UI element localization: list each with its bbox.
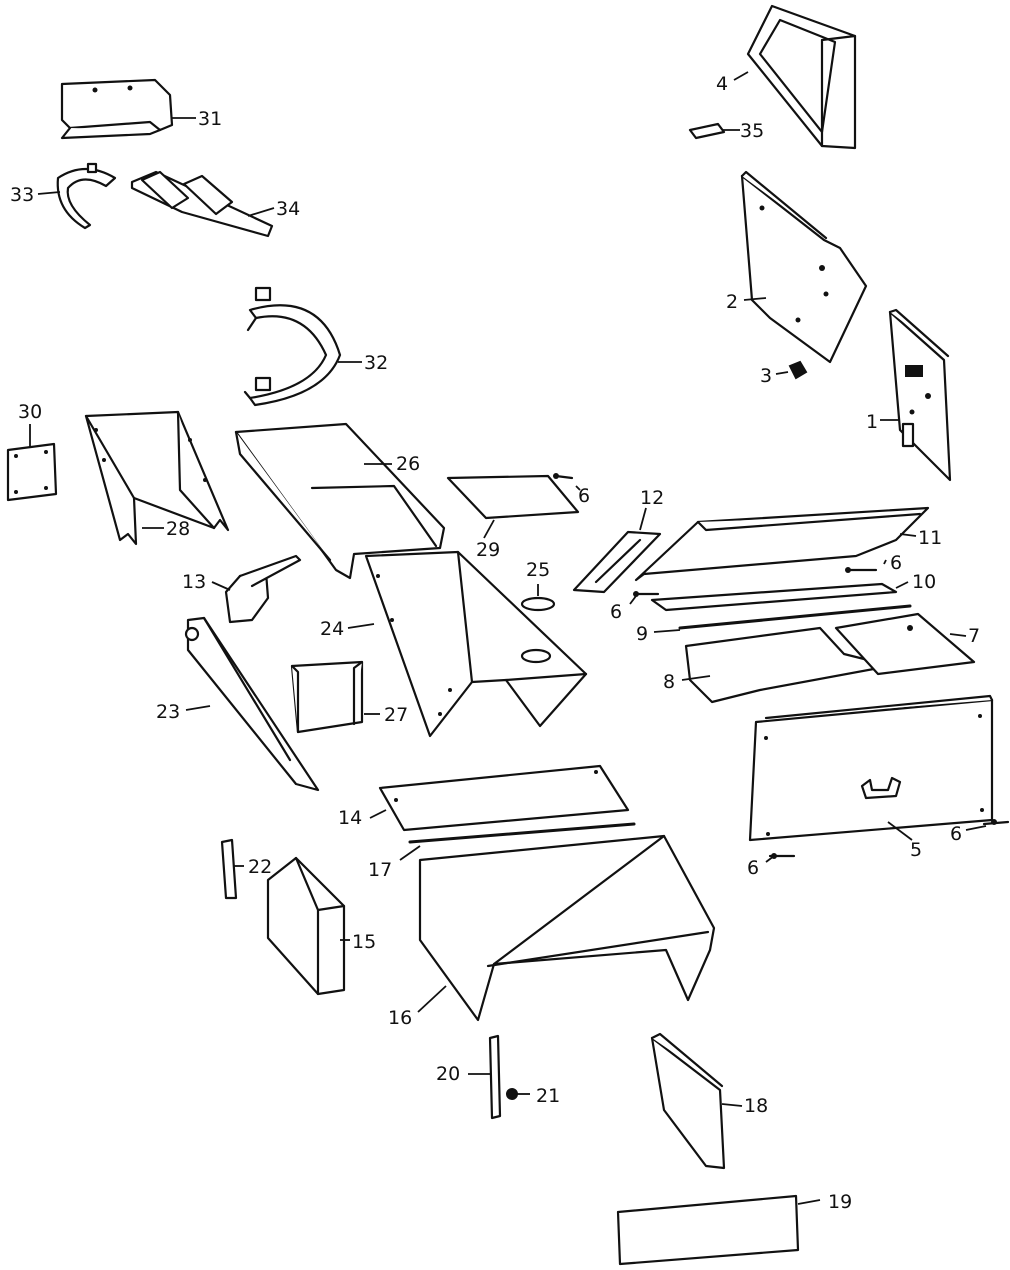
part-19 (616, 1194, 800, 1266)
part-15 (266, 856, 346, 996)
callout-7: 7 (968, 625, 980, 647)
callout-2: 2 (726, 291, 738, 313)
callout-9: 9 (636, 623, 648, 645)
callout-19: 19 (828, 1191, 852, 1213)
callout-30: 30 (18, 401, 42, 423)
part-6-b (845, 567, 878, 573)
callout-11: 11 (918, 527, 942, 549)
part-21 (506, 1088, 518, 1100)
callout-27: 27 (384, 704, 408, 726)
part-17 (408, 822, 636, 844)
callout-22: 22 (248, 856, 272, 878)
callout-10: 10 (912, 571, 936, 593)
part-4 (746, 4, 857, 150)
callout-26: 26 (396, 453, 420, 475)
callout-18: 18 (744, 1095, 768, 1117)
callout-15: 15 (352, 931, 376, 953)
callout-14: 14 (338, 807, 362, 829)
part-14 (378, 764, 630, 832)
callout-8: 8 (663, 671, 675, 693)
callout-34: 34 (276, 198, 300, 220)
callout-28: 28 (166, 518, 190, 540)
part-11 (634, 506, 930, 582)
part-7 (834, 612, 976, 676)
callout-4: 4 (716, 73, 728, 95)
part-33 (56, 162, 117, 230)
part-24 (364, 550, 588, 738)
part-3 (788, 360, 808, 380)
callout-6-e: 6 (950, 823, 962, 845)
part-32 (243, 286, 342, 407)
part-29 (446, 474, 580, 520)
callout-20: 20 (436, 1063, 460, 1085)
callout-35: 35 (740, 120, 764, 142)
callout-6-d: 6 (747, 857, 759, 879)
part-22 (220, 838, 238, 900)
callout-13: 13 (182, 571, 206, 593)
part-30 (6, 442, 58, 502)
callout-labels: 1 2 3 4 5 6 6 6 6 6 7 8 9 10 11 12 13 14… (10, 73, 980, 1213)
callout-21: 21 (536, 1085, 560, 1107)
part-26 (234, 422, 446, 580)
part-13 (224, 554, 302, 624)
callout-31: 31 (198, 108, 222, 130)
callout-33: 33 (10, 184, 34, 206)
part-5 (748, 694, 994, 842)
callout-16: 16 (388, 1007, 412, 1029)
part-10 (650, 582, 898, 612)
callout-1: 1 (866, 411, 878, 433)
callout-5: 5 (910, 839, 922, 861)
callout-32: 32 (364, 352, 388, 374)
part-35 (688, 122, 726, 140)
part-27 (290, 660, 364, 734)
callout-6-c: 6 (610, 601, 622, 623)
part-34 (130, 170, 274, 238)
callout-6-b: 6 (890, 552, 902, 574)
part-25 (520, 596, 556, 612)
callout-12: 12 (640, 487, 664, 509)
part-18 (650, 1032, 726, 1170)
callout-23: 23 (156, 701, 180, 723)
part-6-a (553, 473, 574, 480)
part-9 (678, 604, 912, 630)
callout-25: 25 (526, 559, 550, 581)
part-12 (572, 530, 662, 594)
callout-6-a: 6 (578, 485, 590, 507)
callout-17: 17 (368, 859, 392, 881)
part-31 (60, 78, 174, 140)
part-6-c (633, 591, 660, 597)
callout-29: 29 (476, 539, 500, 561)
part-16 (418, 834, 716, 1022)
part-28 (84, 410, 230, 546)
part-23 (184, 616, 320, 792)
leader-lines (29, 71, 987, 1205)
callout-3: 3 (760, 365, 772, 387)
part-1 (888, 308, 952, 482)
part-2 (740, 170, 868, 364)
callout-24: 24 (320, 618, 344, 640)
part-6-e (982, 819, 1010, 826)
part-20 (488, 1034, 502, 1120)
